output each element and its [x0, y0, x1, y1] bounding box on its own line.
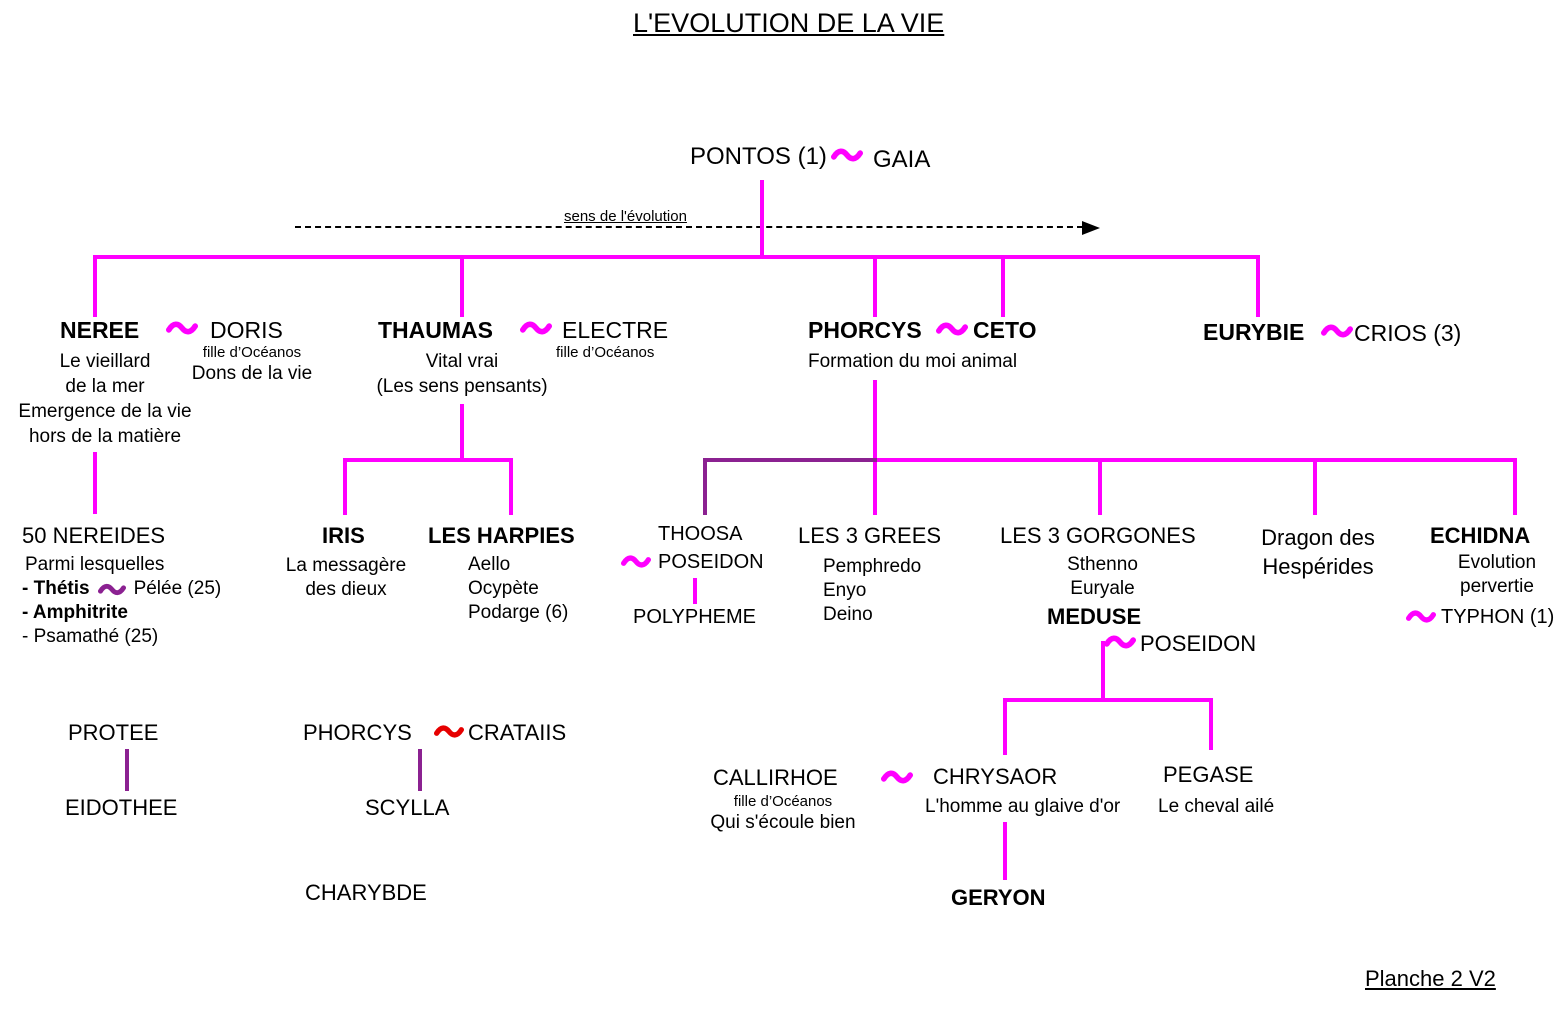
- node-poseidon-meduse: POSEIDON: [1140, 631, 1257, 656]
- connector-phorcys-bar: [877, 458, 1517, 462]
- node-chrysaor: CHRYSAOR: [933, 764, 1058, 789]
- connector-main-bar: [93, 255, 1260, 259]
- connector-phorcys: [873, 255, 877, 317]
- node-thetis: - Thétis: [22, 578, 90, 599]
- node-harpies: LES HARPIES: [428, 523, 575, 548]
- union-tilde-icon: [434, 725, 464, 738]
- doris-description: fille d’Océanos Dons de la vie: [191, 344, 313, 384]
- union-tilde-icon: [97, 583, 126, 595]
- node-electre: ELECTRE: [562, 317, 669, 343]
- grees-members: Pemphredo Enyo Deino: [823, 556, 922, 625]
- neree-description: Le vieillard de la mer Emergence de la v…: [18, 351, 192, 447]
- connector-pontos-down: [760, 180, 764, 257]
- node-echidna: ECHIDNA: [1430, 523, 1531, 548]
- node-crios: CRIOS (3): [1354, 320, 1462, 346]
- node-pelee: Pélée (25): [133, 578, 222, 599]
- node-charybde: CHARYBDE: [305, 880, 427, 905]
- union-tilde-icon: [1406, 610, 1436, 623]
- connector-neree-nereides: [93, 452, 97, 514]
- node-pontos: PONTOS (1): [690, 143, 827, 170]
- union-tilde-icon: [881, 770, 913, 784]
- node-polypheme: POLYPHEME: [633, 606, 756, 628]
- node-poseidon-thoosa: POSEIDON: [658, 551, 764, 573]
- connector-thaumas-down: [460, 404, 464, 462]
- phorcys-ceto-description: Formation du moi animal: [808, 351, 1018, 372]
- node-ceto: CETO: [973, 317, 1037, 343]
- node-gaia: GAIA: [873, 146, 931, 173]
- union-tilde-icon: [936, 322, 968, 336]
- thaumas-description: Vital vrai (Les sens pensants): [376, 351, 548, 397]
- connector-eidothee: [125, 749, 129, 791]
- plate-label: Planche 2 V2: [1365, 966, 1496, 991]
- union-tilde-icon: [831, 148, 863, 162]
- node-amphitrite: - Amphitrite: [22, 602, 128, 623]
- node-protee: PROTEE: [68, 720, 159, 745]
- gorgones-members: Sthenno Euryale: [1067, 554, 1138, 599]
- nereides-intro: Parmi lesquelles: [25, 554, 165, 575]
- connector-eurybie: [1256, 255, 1260, 317]
- callirhoe-description: fille d’Océanos Qui s'écoule bien: [710, 793, 856, 833]
- connector-geryon: [1003, 822, 1007, 880]
- union-tilde-icon: [1321, 324, 1353, 338]
- connector-meduse-down: [1101, 641, 1105, 700]
- evolution-arrow-line: [295, 226, 1083, 228]
- node-thaumas: THAUMAS: [378, 317, 493, 343]
- node-callirhoe: CALLIRHOE: [713, 765, 838, 790]
- union-tilde-icon: [166, 321, 198, 335]
- iris-description: La messagère des dieux: [285, 555, 407, 600]
- connector-thaumas-bar: [343, 458, 513, 462]
- connector-gorgones: [1098, 458, 1102, 515]
- connector-meduse-bar: [1003, 698, 1213, 702]
- node-doris: DORIS: [210, 317, 283, 343]
- node-phorcys: PHORCYS: [808, 317, 922, 343]
- connector-dragon: [1313, 458, 1317, 515]
- node-psamathe: - Psamathé (25): [22, 626, 159, 647]
- arrowhead-icon: [1082, 221, 1100, 235]
- node-gorgones: LES 3 GORGONES: [1000, 523, 1196, 548]
- node-thoosa: THOOSA: [658, 523, 743, 545]
- node-dragon: Dragon des Hespérides: [1261, 525, 1375, 579]
- node-iris: IRIS: [322, 523, 365, 548]
- connector-thaumas: [460, 255, 464, 317]
- connector-pegase: [1209, 698, 1213, 750]
- connector-echidna: [1513, 458, 1517, 515]
- union-tilde-icon: [621, 555, 651, 568]
- node-scylla: SCYLLA: [365, 795, 450, 820]
- node-geryon: GERYON: [951, 885, 1046, 910]
- union-tilde-icon: [520, 321, 552, 335]
- chrysaor-description: L'homme au glaive d'or: [925, 796, 1121, 817]
- echidna-description: Evolution pervertie: [1457, 552, 1537, 597]
- evolution-direction-label: sens de l'évolution: [564, 208, 687, 225]
- node-pegase: PEGASE: [1163, 762, 1254, 787]
- node-eidothee: EIDOTHEE: [65, 795, 178, 820]
- node-eurybie: EURYBIE: [1203, 319, 1305, 345]
- harpies-members: Aello Ocypète Podarge (6): [468, 554, 569, 623]
- page-title: L'EVOLUTION DE LA VIE: [633, 8, 945, 38]
- union-tilde-icon: [1104, 635, 1136, 649]
- connector-chrysaor: [1003, 698, 1007, 755]
- node-neree: NEREE: [60, 317, 140, 343]
- connector-scylla: [418, 749, 422, 791]
- connector-thoosa: [703, 458, 707, 515]
- node-crataiis: CRATAIIS: [468, 720, 567, 745]
- connector-ceto: [1001, 255, 1005, 317]
- connector-polypheme: [693, 578, 697, 604]
- node-phorcys2: PHORCYS: [303, 720, 412, 745]
- connector-phorcys-bar-purple: [703, 458, 877, 462]
- node-nereides: 50 NEREIDES: [22, 523, 166, 548]
- connector-neree: [93, 255, 97, 317]
- electre-origin: fille d’Océanos: [556, 344, 655, 361]
- node-grees: LES 3 GREES: [798, 523, 942, 548]
- connector-phorcys-down: [873, 380, 877, 515]
- pegase-description: Le cheval ailé: [1158, 796, 1275, 817]
- connector-harpies: [509, 458, 513, 515]
- nereides-thetis-row: - Thétis Pélée (25): [22, 577, 221, 601]
- node-typhon: TYPHON (1): [1441, 606, 1555, 628]
- connector-iris: [343, 458, 347, 515]
- node-meduse: MEDUSE: [1047, 604, 1142, 629]
